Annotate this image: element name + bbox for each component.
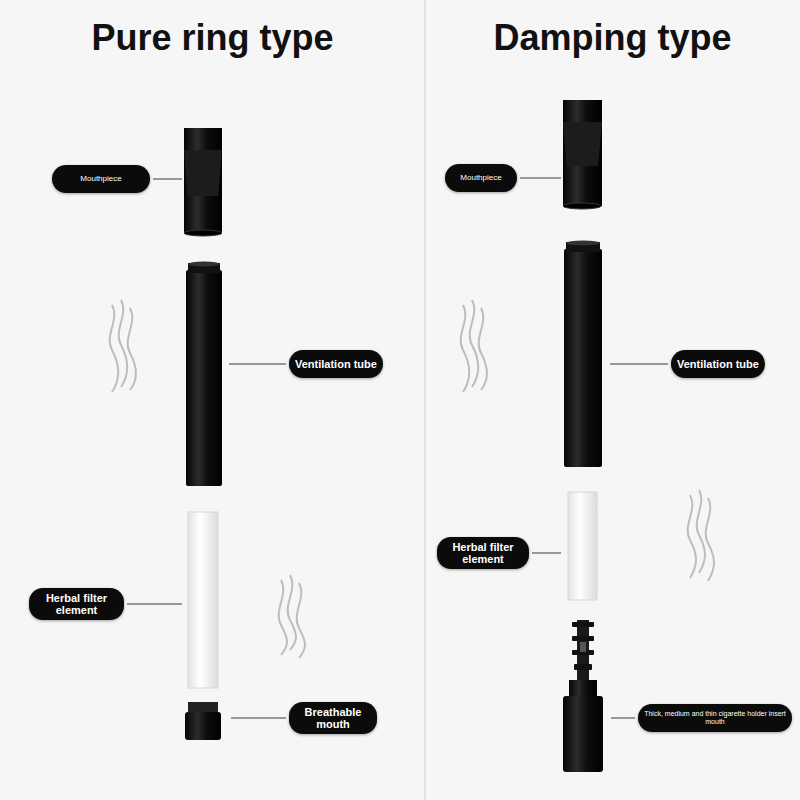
ventilation-tube-part xyxy=(564,241,602,468)
tube-opening xyxy=(566,241,600,246)
part-label-text: Herbal filter element xyxy=(443,541,523,565)
leader-line xyxy=(532,553,561,554)
section-heading: Pure ring type xyxy=(0,18,425,58)
mouthpiece-part xyxy=(184,128,222,236)
mouthpiece-part xyxy=(563,100,602,209)
leader-lines xyxy=(127,178,668,718)
part-label-pill: Ventilation tube xyxy=(289,350,383,378)
part-label-pill: Mouthpiece xyxy=(52,165,150,193)
leader-line xyxy=(610,364,668,365)
filter-part xyxy=(568,492,597,600)
mouthpiece-neck xyxy=(184,196,222,234)
cap-body xyxy=(185,712,221,740)
part-label-pill: Breathable mouth xyxy=(289,702,377,734)
part-label-pill: Ventilation tube xyxy=(671,350,765,378)
smoke-wisp xyxy=(110,300,136,392)
part-label-text: Ventilation tube xyxy=(677,358,759,370)
part-label-text: Thick, medium and thin cigarette holder … xyxy=(644,710,786,725)
leader-line xyxy=(231,718,286,719)
insert-ridge xyxy=(574,664,592,670)
smoke-wisp xyxy=(688,490,714,581)
insert-ridge xyxy=(572,636,594,641)
filter-part xyxy=(188,512,218,688)
part-label-text: Breathable mouth xyxy=(295,706,371,730)
leader-line xyxy=(153,179,182,180)
insert-ridge xyxy=(572,622,594,627)
part-label-pill: Thick, medium and thin cigarette holder … xyxy=(638,704,792,732)
ventilation-tube-part xyxy=(186,262,222,487)
part-label-pill: Mouthpiece xyxy=(445,164,517,192)
leader-line xyxy=(611,718,635,719)
section-heading: Damping type xyxy=(425,18,800,58)
part-label-text: Mouthpiece xyxy=(80,175,121,184)
mouthpiece-top xyxy=(563,100,602,168)
part-label-pill: Herbal filter element xyxy=(29,588,124,620)
mouthpiece-top xyxy=(184,128,222,198)
smoke-wisp xyxy=(279,575,305,658)
insert-body xyxy=(563,696,603,772)
mouthpiece-rim xyxy=(184,230,222,236)
part-label-text: Ventilation tube xyxy=(295,358,377,370)
part-label-pill: Herbal filter element xyxy=(437,537,529,569)
mouthpiece-rim xyxy=(563,203,601,209)
insert-hole xyxy=(580,642,586,652)
mouthpiece-facet xyxy=(184,150,222,198)
part-label-text: Mouthpiece xyxy=(460,174,501,183)
mouthpiece-facet xyxy=(563,122,602,168)
leader-line xyxy=(520,178,561,179)
divider xyxy=(424,0,426,800)
breathable-mouth-part xyxy=(185,702,221,740)
smoke-wisp xyxy=(461,300,487,392)
tube-body xyxy=(186,270,222,486)
insert-mouth-part xyxy=(563,620,603,772)
tube-opening xyxy=(188,262,220,267)
mouthpiece-neck xyxy=(563,166,602,207)
leader-line xyxy=(127,604,182,605)
insert-collar xyxy=(569,680,597,698)
part-label-text: Herbal filter element xyxy=(35,592,118,616)
tube-body xyxy=(564,249,602,467)
leader-line xyxy=(229,364,286,365)
